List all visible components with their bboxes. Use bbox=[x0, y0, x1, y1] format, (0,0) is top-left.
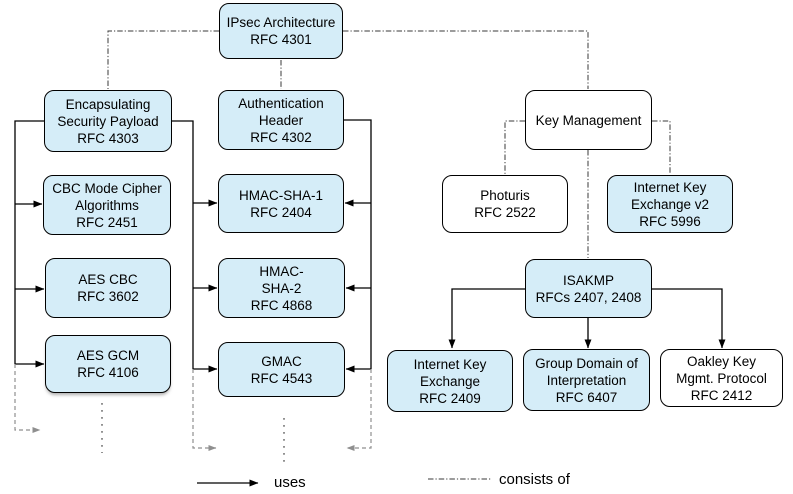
node-authentication-header-line: Header bbox=[258, 112, 304, 128]
node-isakmp-line: ISAKMP bbox=[562, 272, 614, 288]
node-ike-line: RFC 2409 bbox=[419, 390, 481, 406]
edge-isakmp-to-ike bbox=[448, 288, 525, 349]
node-ikev2-line: Internet Key bbox=[633, 179, 707, 195]
node-hmac-sha1: HMAC-SHA-1 RFC 2404 bbox=[218, 174, 344, 233]
node-oakley-line: RFC 2412 bbox=[690, 387, 753, 403]
node-hmac-sha1-line: HMAC-SHA-1 bbox=[238, 187, 323, 203]
node-aes-gcm-line: AES GCM bbox=[76, 348, 140, 363]
node-ike-line: Internet Key bbox=[413, 356, 487, 372]
node-gmac-line: GMAC bbox=[261, 353, 302, 369]
node-authentication-header-line: Authentication bbox=[238, 95, 324, 111]
node-ipsec-architecture: IPsec Architecture RFC 4301 bbox=[219, 3, 343, 59]
edge-isakmp-to-oakley bbox=[652, 288, 726, 349]
node-ikev2: Internet Key Exchange v2 RFC 5996 bbox=[607, 175, 733, 233]
node-authentication-header-line: RFC 4302 bbox=[250, 129, 312, 145]
legend-uses-label: uses bbox=[274, 474, 306, 491]
node-ipsec-architecture-line: IPsec Architecture bbox=[226, 15, 336, 30]
node-ikev2-line: Exchange v2 bbox=[630, 196, 710, 212]
node-gmac-line: RFC 4543 bbox=[250, 370, 313, 386]
node-isakmp-line: RFCs 2407, 2408 bbox=[535, 289, 642, 305]
node-cbc-mode-ciphers: CBC Mode Cipher Algorithms RFC 2451 bbox=[43, 175, 171, 235]
node-hmac-sha2-line: HMAC- bbox=[259, 263, 304, 279]
node-key-management-line: Key Management bbox=[535, 112, 642, 128]
node-gdoi-line: RFC 6407 bbox=[555, 389, 618, 405]
node-gdoi-line: Group Domain of bbox=[535, 355, 638, 371]
node-isakmp: ISAKMP RFCs 2407, 2408 bbox=[525, 259, 652, 318]
node-photuris: Photuris RFC 2522 bbox=[442, 175, 568, 233]
node-oakley-line: Oakley Key bbox=[686, 353, 757, 369]
node-ike: Internet Key Exchange RFC 2409 bbox=[387, 350, 513, 412]
node-cbc-mode-ciphers-line: RFC 2451 bbox=[76, 214, 138, 230]
node-gdoi: Group Domain of Interpretation RFC 6407 bbox=[523, 349, 650, 411]
node-gmac: GMAC RFC 4543 bbox=[218, 342, 345, 397]
node-aes-cbc-line: AES CBC bbox=[78, 272, 138, 287]
node-cbc-mode-ciphers-line: CBC Mode Cipher bbox=[52, 180, 162, 196]
node-esp: Encapsulating Security Payload RFC 4303 bbox=[44, 90, 172, 152]
node-hmac-sha1-line: RFC 2404 bbox=[250, 204, 312, 220]
edge-key-management-to-ikev2 bbox=[652, 120, 671, 174]
node-aes-cbc: AES CBC RFC 3602 bbox=[45, 258, 171, 318]
node-photuris-line: Photuris bbox=[480, 188, 530, 203]
continuation-arrow-right bbox=[346, 369, 372, 451]
node-hmac-sha2-line: RFC 4868 bbox=[250, 297, 313, 313]
rail-esp-macs bbox=[172, 120, 194, 369]
node-gdoi-line: Interpretation bbox=[546, 372, 627, 388]
node-ipsec-architecture-line: RFC 4301 bbox=[250, 32, 312, 47]
node-aes-cbc-line: RFC 3602 bbox=[77, 289, 139, 304]
continuation-arrow-middle bbox=[192, 369, 217, 451]
node-hmac-sha2: HMAC- SHA-2 RFC 4868 bbox=[218, 258, 345, 318]
node-ikev2-line: RFC 5996 bbox=[639, 213, 701, 229]
node-esp-line: RFC 4303 bbox=[77, 130, 139, 146]
rail-ah-macs bbox=[344, 119, 372, 369]
edge-key-management-to-photuris bbox=[504, 120, 525, 174]
node-hmac-sha2-line: SHA-2 bbox=[261, 280, 302, 296]
node-esp-line: Security Payload bbox=[57, 113, 159, 129]
node-cbc-mode-ciphers-line: Algorithms bbox=[75, 197, 139, 213]
node-photuris-line: RFC 2522 bbox=[474, 205, 536, 220]
node-authentication-header: Authentication Header RFC 4302 bbox=[218, 90, 344, 150]
edge-ipsec-to-esp bbox=[107, 30, 219, 89]
node-oakley: Oakley Key Mgmt. Protocol RFC 2412 bbox=[660, 349, 783, 407]
legend-consists-label: consists of bbox=[499, 471, 570, 488]
node-aes-gcm-line: RFC 4106 bbox=[77, 365, 139, 380]
node-oakley-line: Mgmt. Protocol bbox=[676, 370, 767, 386]
continuation-arrow-left bbox=[14, 364, 41, 433]
node-ike-line: Exchange bbox=[419, 373, 481, 389]
node-key-management: Key Management bbox=[525, 90, 652, 150]
rail-esp-ciphers bbox=[14, 120, 44, 364]
node-esp-line: Encapsulating bbox=[65, 96, 151, 112]
edge-ipsec-to-key-management bbox=[343, 30, 589, 89]
node-aes-gcm: AES GCM RFC 4106 bbox=[45, 335, 171, 393]
